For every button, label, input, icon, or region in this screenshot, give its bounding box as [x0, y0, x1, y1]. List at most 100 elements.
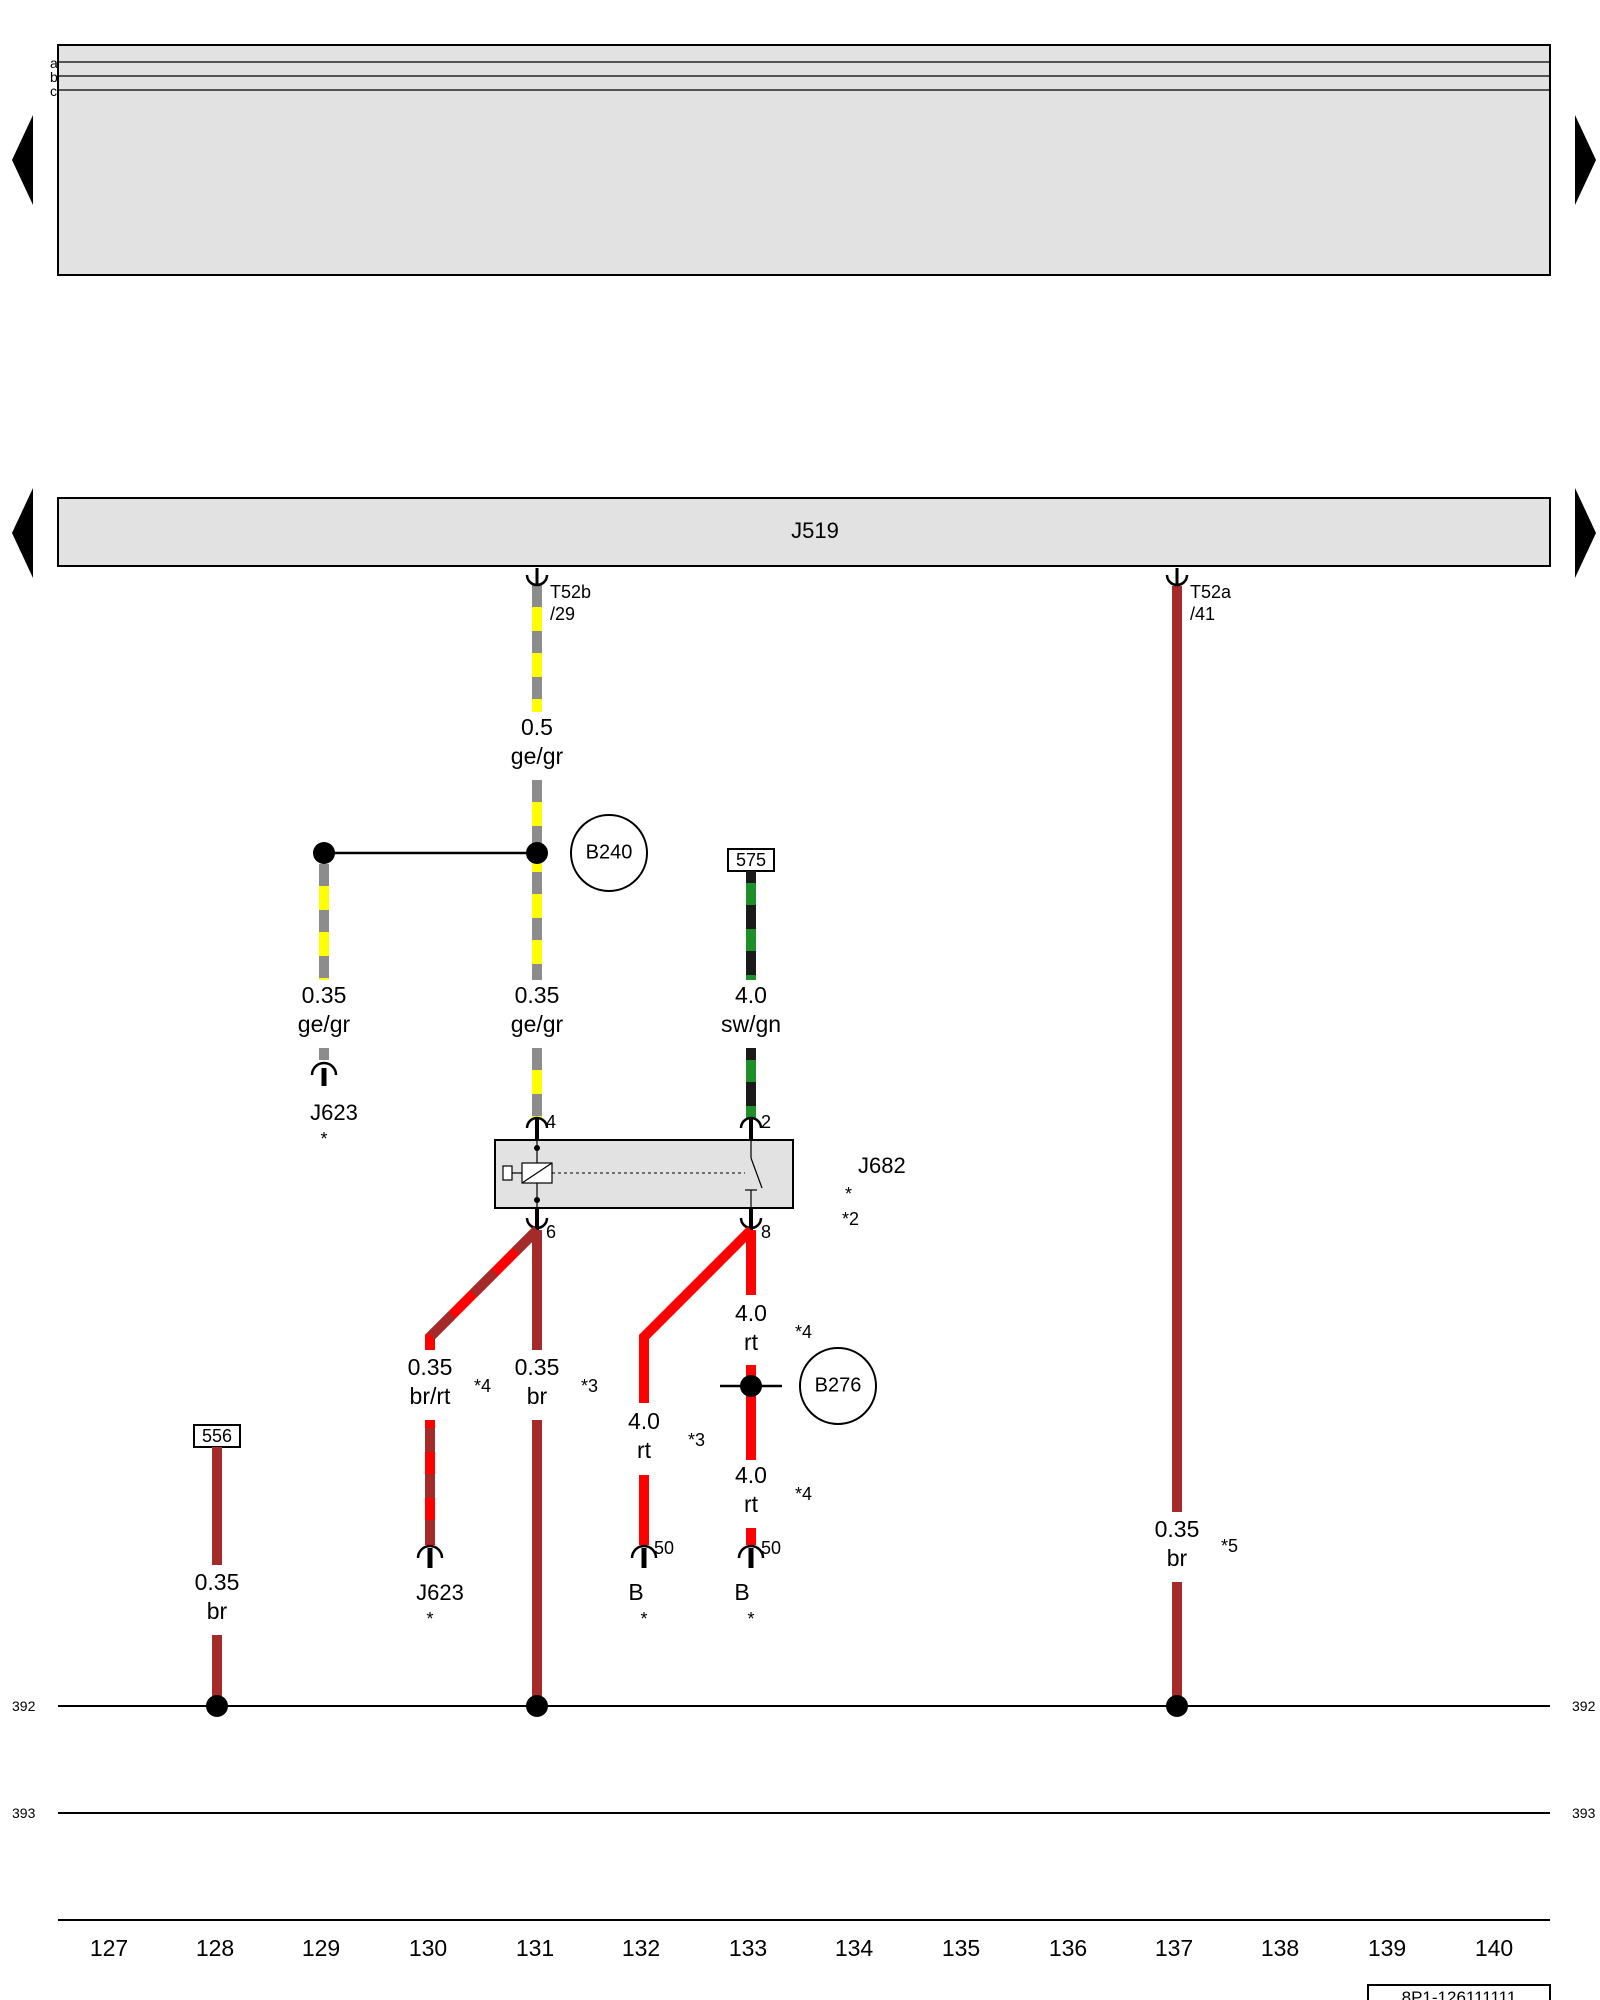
grid-number: 136: [1049, 1935, 1087, 1961]
grid-number: 134: [835, 1935, 874, 1961]
wire-rt-132: 4.0 rt *3 50 B *: [628, 1226, 755, 1629]
connector-name: T52a: [1190, 582, 1232, 602]
terminal-star: *: [640, 1609, 647, 1629]
wire-color-label: ge/gr: [511, 743, 564, 769]
relay-label: J682: [858, 1153, 906, 1178]
terminal-star: *: [426, 1609, 433, 1629]
terminal-star: *: [747, 1609, 754, 1629]
wire-br-131: 0.35 br *3: [515, 1230, 598, 1717]
header-panel: a b c: [12, 44, 1596, 276]
terminal-pin: 50: [761, 1538, 781, 1558]
grid-number: 135: [942, 1935, 980, 1961]
wire-j623-left: 0.35 ge/gr J623 *: [298, 864, 358, 1149]
rail-label-right: 392: [1572, 1698, 1596, 1714]
legend-b: b: [50, 69, 58, 85]
connector-pin: /29: [550, 604, 575, 624]
wire-note: *4: [795, 1322, 812, 1342]
wire-size-label: 0.35: [302, 982, 347, 1008]
grid-number: 130: [409, 1935, 447, 1961]
wire-color-label: br: [527, 1383, 548, 1409]
wire-color-label: ge/gr: [511, 1011, 564, 1037]
splice-b276: B276: [720, 1347, 877, 1425]
fuse-ref-556: 556: [202, 1426, 232, 1446]
wire-t52b-29: 0.5 ge/gr 0.35 ge/gr: [511, 585, 564, 1118]
rail-393: 393 393: [12, 1805, 1596, 1821]
wire-rt-133: 4.0 rt *4 4.0 rt *4 50 B *: [734, 1230, 812, 1629]
relay-pin: 6: [546, 1222, 556, 1242]
wire-note: *3: [688, 1430, 705, 1450]
grid-number: 128: [196, 1935, 234, 1961]
relay-pin: 8: [761, 1222, 771, 1242]
connector-name: T52b: [550, 582, 591, 602]
terminal-j623: J623: [416, 1580, 464, 1605]
rail-label-right: 393: [1572, 1805, 1596, 1821]
splice-b240: B240: [313, 814, 648, 892]
splice-label: B240: [586, 841, 633, 863]
wire-color-label: rt: [637, 1437, 652, 1463]
wire-size-label: 4.0: [735, 1462, 767, 1488]
rail-label-left: 392: [12, 1698, 36, 1714]
footer-code-box: 8P1-126111111: [1367, 1984, 1551, 2000]
grid-number: 139: [1368, 1935, 1406, 1961]
wire-color-label: rt: [744, 1491, 759, 1517]
prev-arrow-icon[interactable]: [12, 115, 33, 205]
terminal-b: B: [734, 1579, 749, 1605]
terminal-j623: J623: [310, 1100, 358, 1125]
relay-note: *2: [842, 1209, 859, 1229]
wire-color-label: ge/gr: [298, 1011, 351, 1037]
wire-color-label: sw/gn: [721, 1011, 781, 1037]
wire-color-label: rt: [744, 1329, 759, 1355]
grid-number: 133: [729, 1935, 767, 1961]
grid-number: 140: [1475, 1935, 1513, 1961]
wire-note: *4: [795, 1484, 812, 1504]
grid-number: 132: [622, 1935, 660, 1961]
wire-t52a-41: 0.35 br *5: [1155, 586, 1238, 1717]
wire-556-br: 556 0.35 br: [193, 1424, 241, 1717]
wire-note: *4: [474, 1376, 491, 1396]
legend-a: a: [50, 55, 58, 71]
wire-size-label: 0.35: [515, 982, 560, 1008]
wire-size-label: 0.35: [515, 1354, 560, 1380]
connector-t52b: T52b /29: [525, 568, 591, 624]
rail-392: 392 392: [12, 1698, 1596, 1714]
relay-pin: 4: [546, 1112, 556, 1132]
terminal-pin: 50: [654, 1538, 674, 1558]
relay-star: *: [845, 1184, 852, 1204]
connector-t52a: T52a /41: [1165, 568, 1232, 624]
wire-brrt-j623: 0.35 br/rt *4 J623 *: [408, 1226, 541, 1629]
grid-number: 127: [90, 1935, 128, 1961]
wire-note: *5: [1221, 1536, 1238, 1556]
footer-code: 8P1-126111111: [1402, 1988, 1517, 2000]
wire-size-label: 0.35: [408, 1354, 453, 1380]
next-arrow-icon[interactable]: [1575, 115, 1596, 205]
wire-size-label: 4.0: [735, 982, 767, 1008]
fuse-ref-575: 575: [736, 850, 766, 870]
wire-size-label: 4.0: [628, 1408, 660, 1434]
connector-pin: /41: [1190, 604, 1215, 624]
wire-color-label: br/rt: [410, 1383, 452, 1409]
grid-number: 137: [1155, 1935, 1193, 1961]
control-unit-j519: J519: [12, 488, 1596, 578]
relay-pin: 2: [761, 1112, 771, 1132]
relay-j682: 4 2 6 8 J682 * *2: [494, 1112, 906, 1242]
splice-label: B276: [815, 1374, 862, 1396]
wire-575-swgn: 575 4.0 sw/gn: [721, 848, 781, 1118]
grid-number: 129: [302, 1935, 340, 1961]
grid-number: 131: [516, 1935, 554, 1961]
wire-size-label: 4.0: [735, 1300, 767, 1326]
next-arrow-icon-2[interactable]: [1575, 488, 1596, 578]
legend-c: c: [50, 83, 57, 99]
terminal-star: *: [320, 1129, 327, 1149]
rail-label-left: 393: [12, 1805, 36, 1821]
grid-reference: 127 128 129 130 131 132 133 134 135 136 …: [58, 1919, 1550, 1961]
prev-arrow-icon-2[interactable]: [12, 488, 33, 578]
wire-color-label: br: [1167, 1545, 1188, 1571]
terminal-b: B: [628, 1579, 643, 1605]
wire-color-label: br: [207, 1598, 228, 1624]
wire-note: *3: [581, 1376, 598, 1396]
wire-size-label: 0.35: [1155, 1516, 1200, 1542]
grid-number: 138: [1261, 1935, 1299, 1961]
control-unit-label: J519: [791, 518, 839, 543]
wire-size-label: 0.35: [195, 1569, 240, 1595]
